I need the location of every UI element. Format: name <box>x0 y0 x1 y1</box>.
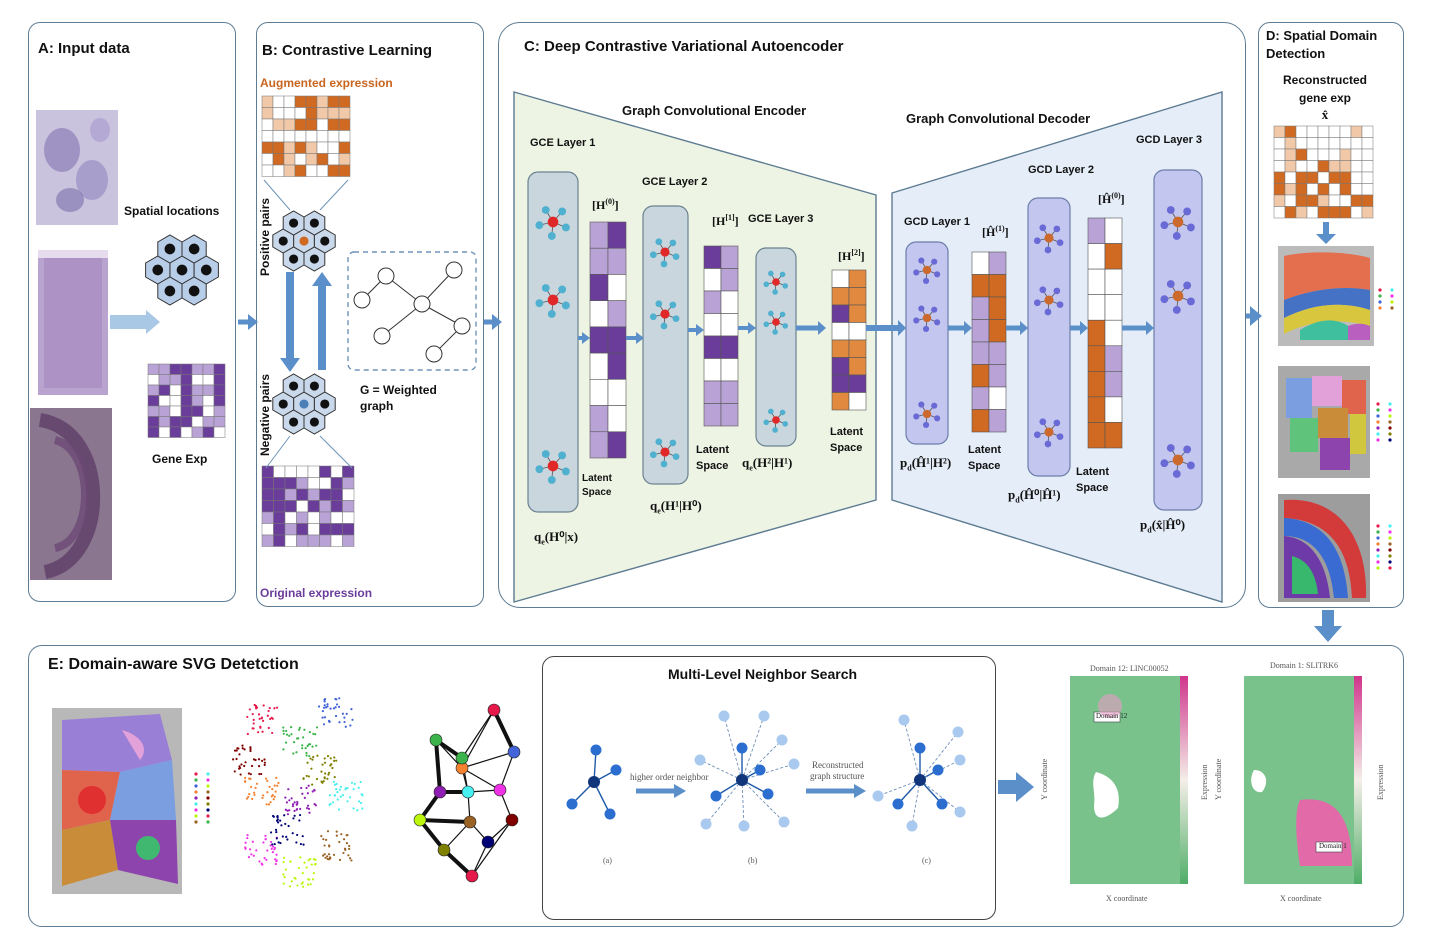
higher-order-label: higher order neighbor <box>630 772 709 782</box>
reconstructed-label-1: Reconstructed <box>1282 73 1368 87</box>
sub-c: (c) <box>922 856 931 865</box>
q-encoder-1: qe(H⁰|x) <box>534 529 579 547</box>
negative-hex <box>272 373 336 435</box>
hhat0-label: [Ĥ(0)] <box>1098 191 1125 206</box>
panel-d-title-2: Detection <box>1266 46 1326 61</box>
gcd-layer-3: GCD Layer 3 <box>1136 134 1203 146</box>
gene-exp-label: Gene Exp <box>152 452 208 466</box>
neighbor-graph-a <box>566 744 622 820</box>
map2-x-axis: X coordinate <box>1280 894 1322 903</box>
pair-arrows <box>280 272 332 372</box>
q-encoder-3: qe(H²|H¹) <box>742 455 793 473</box>
original-expression-label: Original expression <box>260 586 373 600</box>
h0-label: [H(0)] <box>592 197 619 212</box>
latent-bars <box>589 217 1123 459</box>
weighted-graph <box>347 251 477 371</box>
decoder-title: Graph Convolutional Decoder <box>906 111 1091 126</box>
gcd-layer-1: GCD Layer 1 <box>904 216 971 228</box>
domain-map-3 <box>1278 494 1370 602</box>
neighbor-search-title: Multi-Level Neighbor Search <box>668 666 858 682</box>
h2-label: [H[2]] <box>838 248 865 263</box>
weighted-graph-label-1: G = Weighted <box>360 383 437 397</box>
domain-spatial-plot <box>52 708 182 894</box>
neighbor-graph-c <box>872 714 966 832</box>
neighbor-graph-b <box>694 710 800 832</box>
original-matrix <box>261 465 355 547</box>
map2-domain-label: Domain 1 <box>1319 842 1347 850</box>
encoder-title: Graph Convolutional Encoder <box>622 103 807 118</box>
h1-label: [H[1]] <box>712 213 739 228</box>
augmented-expression-label: Augmented expression <box>260 76 393 90</box>
hhat1-label: [Ĥ(1)] <box>982 224 1009 239</box>
tissue-image-1 <box>36 110 118 225</box>
paga-graph <box>413 703 521 883</box>
flow-arrows <box>578 320 1154 344</box>
map1-y-axis: Y coordinate <box>1040 758 1049 800</box>
panel-c-title: C: Deep Contrastive Variational Autoenco… <box>524 38 844 55</box>
node-glyphs <box>535 206 1195 484</box>
spatial-locations-label: Spatial locations <box>124 204 220 218</box>
p-decoder-3: pd(x̂|Ĥ⁰) <box>1140 517 1186 535</box>
reconstructed-label-2: gene exp <box>1298 91 1352 105</box>
xhat-label: x̂ <box>1321 107 1329 122</box>
map1-cbar-label: Expression <box>1200 764 1209 800</box>
map1-title: Domain 12: LINC00052 <box>1090 664 1169 673</box>
encoder-trapezoid <box>513 91 877 603</box>
weighted-graph-label-2: graph <box>360 399 394 413</box>
p-decoder-2: pd(Ĥ⁰|Ĥ¹) <box>1008 487 1061 505</box>
map1-domain-label: Domain 12 <box>1096 712 1128 720</box>
gce-layer-3: GCE Layer 3 <box>748 213 814 225</box>
expression-map-1 <box>1070 676 1188 884</box>
map1-x-axis: X coordinate <box>1106 894 1148 903</box>
q-encoder-2: qe(H¹|H⁰) <box>650 498 702 516</box>
spatial-hex-grid <box>145 234 219 306</box>
p-decoder-1: pd(Ĥ¹|H²) <box>900 455 952 473</box>
panel-b-title: B: Contrastive Learning <box>262 42 433 59</box>
domain-map-2 <box>1278 366 1370 478</box>
map2-title: Domain 1: SLITRK6 <box>1270 661 1338 670</box>
reconstructed-matrix <box>1273 125 1374 219</box>
gcd-layer-2: GCD Layer 2 <box>1028 164 1095 176</box>
panel-d-title-1: D: Spatial Domain <box>1266 28 1378 43</box>
gene-exp-matrix <box>147 363 226 438</box>
tissue-image-2 <box>38 250 108 395</box>
umap-scatter <box>232 697 364 888</box>
map-legends <box>194 288 1394 824</box>
augmented-matrix <box>261 95 351 177</box>
expression-map-2 <box>1244 676 1362 884</box>
neighbor-search-box <box>542 656 996 920</box>
sub-a: (a) <box>603 856 612 865</box>
sub-b: (b) <box>748 856 758 865</box>
tissue-image-3 <box>30 408 112 580</box>
domain-map-1 <box>1278 246 1374 346</box>
panel-e-title: E: Domain-aware SVG Detetction <box>48 656 299 673</box>
map2-cbar-label: Expression <box>1376 764 1385 800</box>
recon-graph-label-1: Reconstructed <box>812 760 864 770</box>
recon-graph-label-2: graph structure <box>810 771 865 781</box>
gce-layer-2: GCE Layer 2 <box>642 176 708 188</box>
gce-layer-1: GCE Layer 1 <box>530 137 596 149</box>
positive-hex <box>272 210 336 272</box>
map2-y-axis: Y coordinate <box>1214 758 1223 800</box>
panel-a-title: A: Input data <box>38 40 130 57</box>
